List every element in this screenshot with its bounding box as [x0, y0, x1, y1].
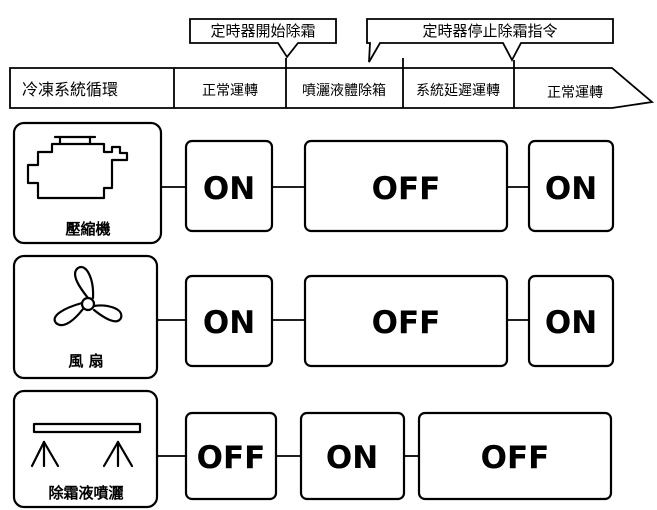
spray-label: 除霜液噴灑 — [48, 484, 123, 502]
spray-card — [12, 389, 159, 509]
fan-state-1 — [184, 274, 274, 368]
callout-start-defrost: 定時器開始除霜 — [189, 18, 337, 59]
compressor-state-1 — [184, 139, 274, 233]
phase-bar: 冷凍系統循環 正常運轉 噴灑液體除箱 系統延遲運轉 正常運轉 — [9, 58, 655, 109]
row-fan: 風 扇 ON OFF ON — [12, 254, 615, 380]
spray-state-3 — [417, 411, 613, 501]
callout-stop-defrost-text: 定時器停止除霜指令 — [422, 22, 557, 40]
phase-normal-2-label: 正常運轉 — [547, 85, 603, 101]
spray-state-1-text: OFF — [197, 440, 266, 476]
row-compressor: 壓縮機 ON OFF ON — [12, 121, 615, 245]
compressor-label: 壓縮機 — [65, 220, 110, 238]
phase-cycle-label: 冷凍系統循環 — [22, 80, 118, 99]
compressor-icon — [26, 135, 129, 200]
fan-state-2-text: OFF — [372, 305, 441, 341]
phase-normal-1-label: 正常運轉 — [202, 83, 258, 99]
spray-state-3-text: OFF — [481, 440, 550, 476]
compressor-state-2 — [303, 139, 509, 233]
spray-state-2-text: ON — [326, 440, 378, 476]
compressor-state-3-text: ON — [545, 171, 597, 207]
compressor-state-3 — [527, 139, 615, 233]
fan-label: 風 扇 — [68, 352, 103, 370]
spray-icon — [30, 422, 142, 468]
compressor-state-2-text: OFF — [372, 171, 441, 207]
fan-state-3 — [527, 274, 615, 368]
fan-state-2 — [303, 274, 509, 368]
fan-state-1-text: ON — [203, 305, 255, 341]
callout-stop-defrost: 定時器停止除霜指令 — [366, 18, 614, 63]
fan-card — [12, 254, 159, 380]
fan-state-3-text: ON — [545, 305, 597, 341]
row-defrost-spray: 除霜液噴灑 OFF ON OFF — [12, 389, 613, 509]
compressor-state-1-text: ON — [203, 171, 255, 207]
phase-spray-label: 噴灑液體除箱 — [302, 83, 386, 99]
fan-icon — [53, 265, 123, 327]
phase-delay-label: 系統延遲運轉 — [416, 83, 500, 99]
callout-start-defrost-text: 定時器開始除霜 — [210, 22, 315, 40]
